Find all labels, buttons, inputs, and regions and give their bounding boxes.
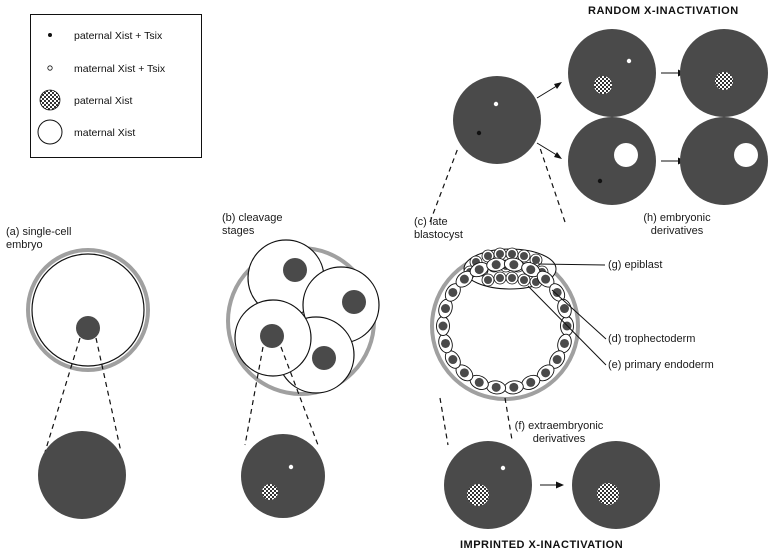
stage-a-label-line1: (a) single-cell bbox=[6, 226, 72, 238]
extraembryonic-derivatives-line2: derivatives bbox=[532, 433, 586, 445]
stage-b-label-line1: (b) cleavage bbox=[222, 212, 283, 224]
legend-label: maternal Xist bbox=[74, 127, 136, 139]
trophectoderm-nucleus bbox=[441, 304, 451, 314]
stage-b-nucleus bbox=[312, 346, 336, 370]
legend-item-paternal-xist-tsix: paternal Xist + Tsix bbox=[31, 24, 201, 48]
epiblast-nucleus bbox=[496, 274, 504, 282]
random-bottom-result-cell bbox=[680, 117, 768, 205]
legend-label: maternal Xist + Tsix bbox=[74, 63, 166, 75]
epiblast-nucleus bbox=[484, 252, 492, 260]
stage-a-label: (a) single-cell embryo bbox=[6, 226, 71, 252]
extraembryonic-derivatives-line1: (f) extraembryonic bbox=[514, 420, 604, 432]
title-random-x-inactivation: RANDOM X-INACTIVATION bbox=[588, 5, 739, 17]
embryonic-derivatives-line1: (h) embryonic bbox=[643, 212, 711, 224]
stage-a-nucleus bbox=[76, 316, 100, 340]
trophectoderm-nucleus bbox=[474, 265, 484, 275]
embryonic-derivatives-line2: derivatives bbox=[650, 225, 704, 237]
stage-a-magnified-nucleus bbox=[38, 431, 126, 519]
trophectoderm-nucleus bbox=[509, 382, 519, 392]
epiblast-nucleus bbox=[496, 250, 504, 258]
legend-symbols bbox=[37, 33, 63, 145]
trophectoderm-nucleus bbox=[474, 377, 484, 387]
trophectoderm-nucleus bbox=[438, 321, 448, 331]
legend-white-dot-icon bbox=[47, 65, 53, 71]
trophectoderm-nucleus bbox=[541, 274, 551, 284]
random-source-cell bbox=[453, 76, 541, 164]
stage-a-single-cell-embryo bbox=[26, 248, 150, 519]
stage-b-cleavage bbox=[226, 239, 380, 518]
epiblast-nucleus bbox=[532, 256, 540, 264]
legend: paternal Xist + Tsix maternal Xist + Tsi… bbox=[30, 14, 202, 158]
stage-c-label-line1: (c) late bbox=[414, 216, 448, 228]
legend-black-dot-icon bbox=[48, 33, 52, 37]
trophectoderm-nucleus bbox=[448, 287, 458, 297]
epiblast-nucleus bbox=[508, 274, 516, 282]
trophectoderm-nucleus bbox=[441, 338, 451, 348]
trophectoderm-nucleus bbox=[509, 260, 519, 270]
stage-c-late-blastocyst bbox=[430, 247, 580, 401]
legend-item-maternal-xist-tsix: maternal Xist + Tsix bbox=[31, 57, 201, 81]
label-embryonic-derivatives: (h) embryonic derivatives bbox=[626, 212, 728, 238]
legend-label: paternal Xist + Tsix bbox=[74, 30, 163, 42]
trophectoderm-nucleus bbox=[491, 260, 501, 270]
stage-b-magnified-nucleus bbox=[241, 434, 325, 518]
legend-white-circle-icon bbox=[37, 119, 63, 145]
trophectoderm-nucleus bbox=[559, 338, 569, 348]
trophectoderm-nucleus bbox=[448, 355, 458, 365]
trophectoderm-nucleus bbox=[459, 368, 469, 378]
stage-b-nucleus bbox=[342, 290, 366, 314]
epiblast-nucleus bbox=[520, 276, 528, 284]
imprinted-source-cell bbox=[444, 441, 532, 529]
stage-b-label: (b) cleavage stages bbox=[222, 212, 283, 238]
legend-item-paternal-xist: paternal Xist bbox=[31, 89, 201, 113]
trophectoderm-nucleus bbox=[526, 377, 536, 387]
legend-label: paternal Xist bbox=[74, 95, 133, 107]
label-epiblast: (g) epiblast bbox=[608, 259, 663, 271]
trophectoderm-nucleus bbox=[526, 265, 536, 275]
trophectoderm-nucleus bbox=[559, 304, 569, 314]
stage-c-label-line2: blastocyst bbox=[414, 229, 463, 241]
legend-checkered-circle-icon bbox=[39, 89, 61, 111]
stage-c-label: (c) late blastocyst bbox=[414, 216, 463, 242]
trophectoderm-nucleus bbox=[459, 274, 469, 284]
label-extraembryonic-derivatives: (f) extraembryonic derivatives bbox=[494, 420, 624, 446]
label-trophectoderm: (d) trophectoderm bbox=[608, 333, 696, 345]
random-top-cell bbox=[568, 29, 656, 117]
stage-b-label-line2: stages bbox=[222, 225, 255, 237]
title-imprinted-x-inactivation: IMPRINTED X-INACTIVATION bbox=[460, 539, 624, 551]
random-bottom-cell bbox=[568, 117, 656, 205]
imprinted-result-cell bbox=[572, 441, 660, 529]
imprinted-x-inactivation bbox=[444, 441, 660, 529]
random-x-inactivation bbox=[453, 29, 768, 205]
epiblast-nucleus bbox=[508, 250, 516, 258]
stage-a-label-line2: embryo bbox=[6, 239, 43, 251]
trophectoderm-nucleus bbox=[491, 382, 501, 392]
stage-b-nucleus bbox=[283, 258, 307, 282]
trophectoderm-nucleus bbox=[541, 368, 551, 378]
label-primary-endoderm: (e) primary endoderm bbox=[608, 359, 714, 371]
legend-item-maternal-xist: maternal Xist bbox=[31, 121, 201, 145]
epiblast-nucleus bbox=[484, 276, 492, 284]
stage-b-nucleus bbox=[260, 324, 284, 348]
epiblast-nucleus bbox=[520, 252, 528, 260]
trophectoderm-nucleus bbox=[552, 355, 562, 365]
trophectoderm-nucleus bbox=[552, 287, 562, 297]
